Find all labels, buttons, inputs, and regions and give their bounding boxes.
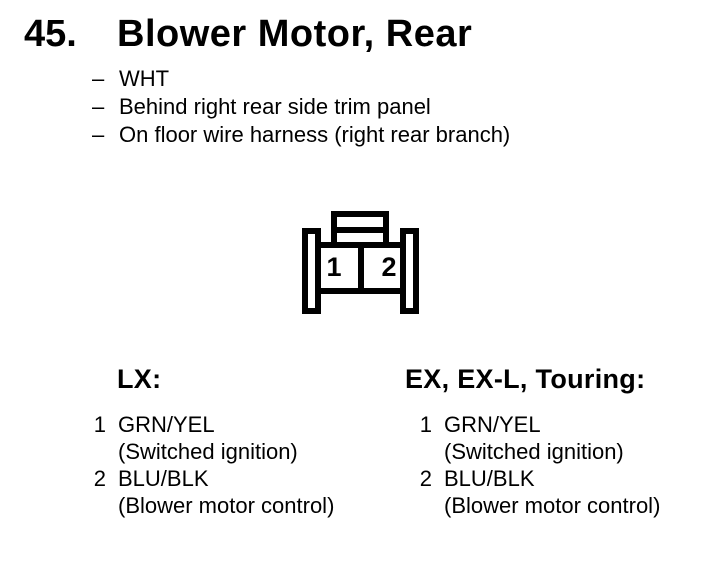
- pin-function: (Switched ignition): [444, 439, 624, 464]
- connector-right-flange: [400, 228, 419, 314]
- pin-row: (Switched ignition): [92, 438, 334, 465]
- pin-function: (Blower motor control): [444, 493, 661, 518]
- note-text: On floor wire harness (right rear branch…: [119, 122, 511, 147]
- note-text: Behind right rear side trim panel: [119, 94, 431, 119]
- pin-wire-color: BLU/BLK: [118, 466, 209, 491]
- pin-wire-color: GRN/YEL: [118, 412, 215, 437]
- dash-bullet: –: [92, 66, 105, 91]
- pin-number: 1: [419, 412, 432, 437]
- pin-number-spacer: [92, 438, 106, 465]
- page-title: Blower Motor, Rear: [117, 13, 473, 55]
- pin-number-spacer: [92, 492, 106, 519]
- pin-wire-color: GRN/YEL: [444, 412, 541, 437]
- pin-list-lx: 1 GRN/YEL (Switched ignition) 2 BLU/BLK …: [92, 411, 335, 519]
- connector-left-flange: [302, 228, 321, 314]
- pin-row: 2 BLU/BLK: [418, 465, 660, 492]
- cavity-2-label: 2: [381, 252, 396, 282]
- note-item: – WHT: [92, 65, 510, 93]
- pin-function: (Switched ignition): [118, 439, 298, 464]
- pin-row: 1 GRN/YEL: [418, 411, 660, 438]
- pin-row: (Blower motor control): [92, 492, 334, 519]
- pin-list-ex-exl-touring: 1 GRN/YEL (Switched ignition) 2 BLU/BLK …: [418, 411, 661, 519]
- dash-bullet: –: [92, 122, 105, 147]
- pin-row: (Blower motor control): [418, 492, 660, 519]
- cavity-1-label: 1: [326, 252, 341, 282]
- pin-wire-color: BLU/BLK: [444, 466, 535, 491]
- column-heading-lx: LX:: [117, 364, 162, 394]
- pin-number: 1: [93, 412, 106, 437]
- pin-row: (Switched ignition): [418, 438, 660, 465]
- item-number: 45.: [24, 13, 77, 55]
- dash-bullet: –: [92, 94, 105, 119]
- pin-number-spacer: [418, 438, 432, 465]
- pin-number-spacer: [418, 492, 432, 519]
- pin-number: 2: [93, 466, 106, 491]
- connector-diagram: 1 2: [302, 211, 419, 314]
- pin-row: 1 GRN/YEL: [92, 411, 334, 438]
- notes-list: – WHT – Behind right rear side trim pane…: [92, 65, 510, 149]
- pin-row: 2 BLU/BLK: [92, 465, 334, 492]
- note-item: – Behind right rear side trim panel: [92, 93, 510, 121]
- pin-number: 2: [419, 466, 432, 491]
- note-text: WHT: [119, 66, 170, 91]
- pin-function: (Blower motor control): [118, 493, 335, 518]
- column-heading-ex-exl-touring: EX, EX-L, Touring:: [405, 364, 646, 394]
- note-item: – On floor wire harness (right rear bran…: [92, 121, 510, 149]
